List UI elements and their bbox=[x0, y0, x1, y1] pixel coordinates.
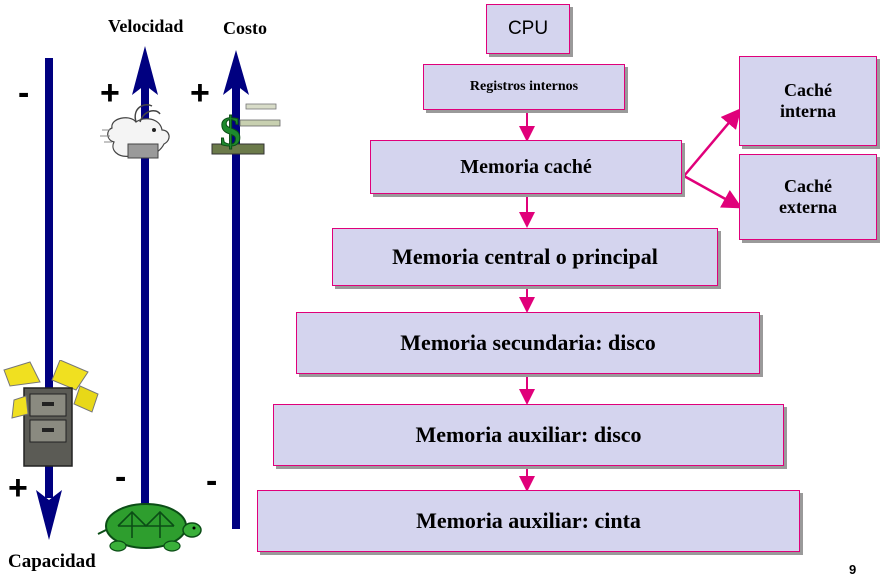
velocity-label: Velocidad bbox=[108, 16, 184, 36]
cost-arrow bbox=[223, 50, 249, 529]
cache-memory-label: Memoria caché bbox=[460, 155, 592, 178]
aux-disk-label: Memoria auxiliar: disco bbox=[415, 422, 642, 447]
aux-disk-box: Memoria auxiliar: disco bbox=[273, 404, 784, 466]
cache-memory-box: Memoria caché bbox=[370, 140, 682, 194]
cpu-label: CPU bbox=[507, 18, 549, 39]
registers-label: Registros internos bbox=[469, 79, 579, 94]
capacity-arrow bbox=[36, 58, 62, 540]
page-number: 9 bbox=[849, 562, 857, 577]
internal-cache-label: Caché interna bbox=[780, 80, 836, 121]
capacity-minus-sign: - bbox=[18, 74, 30, 112]
capacity-label: Capacidad bbox=[8, 551, 96, 572]
velocity-arrow bbox=[132, 46, 158, 525]
filing-cabinet-icon bbox=[3, 360, 99, 467]
capacity-plus-sign: + bbox=[8, 469, 28, 507]
cost-label: Costo bbox=[223, 18, 267, 38]
velocity-minus-sign: - bbox=[115, 458, 127, 496]
cpu-box: CPU bbox=[486, 4, 570, 54]
aux-tape-box: Memoria auxiliar: cinta bbox=[257, 490, 800, 552]
cost-minus-sign: - bbox=[206, 462, 218, 500]
rabbit-icon bbox=[100, 104, 170, 159]
turtle-icon bbox=[97, 503, 202, 552]
main-memory-box: Memoria central o principal bbox=[332, 228, 718, 286]
registers-box: Registros internos bbox=[423, 64, 625, 110]
external-cache-label: Caché externa bbox=[779, 176, 837, 217]
main-memory-label: Memoria central o principal bbox=[392, 244, 658, 269]
secondary-memory-label: Memoria secundaria: disco bbox=[400, 330, 656, 355]
dollar-icon: $ bbox=[211, 103, 281, 157]
secondary-memory-box: Memoria secundaria: disco bbox=[296, 312, 760, 374]
external-cache-box: Caché externa bbox=[739, 154, 877, 240]
aux-tape-label: Memoria auxiliar: cinta bbox=[416, 508, 641, 533]
velocity-plus-sign: + bbox=[100, 74, 120, 112]
cost-plus-sign: + bbox=[190, 74, 210, 112]
internal-cache-box: Caché interna bbox=[739, 56, 877, 146]
svg-text:$: $ bbox=[220, 110, 241, 156]
